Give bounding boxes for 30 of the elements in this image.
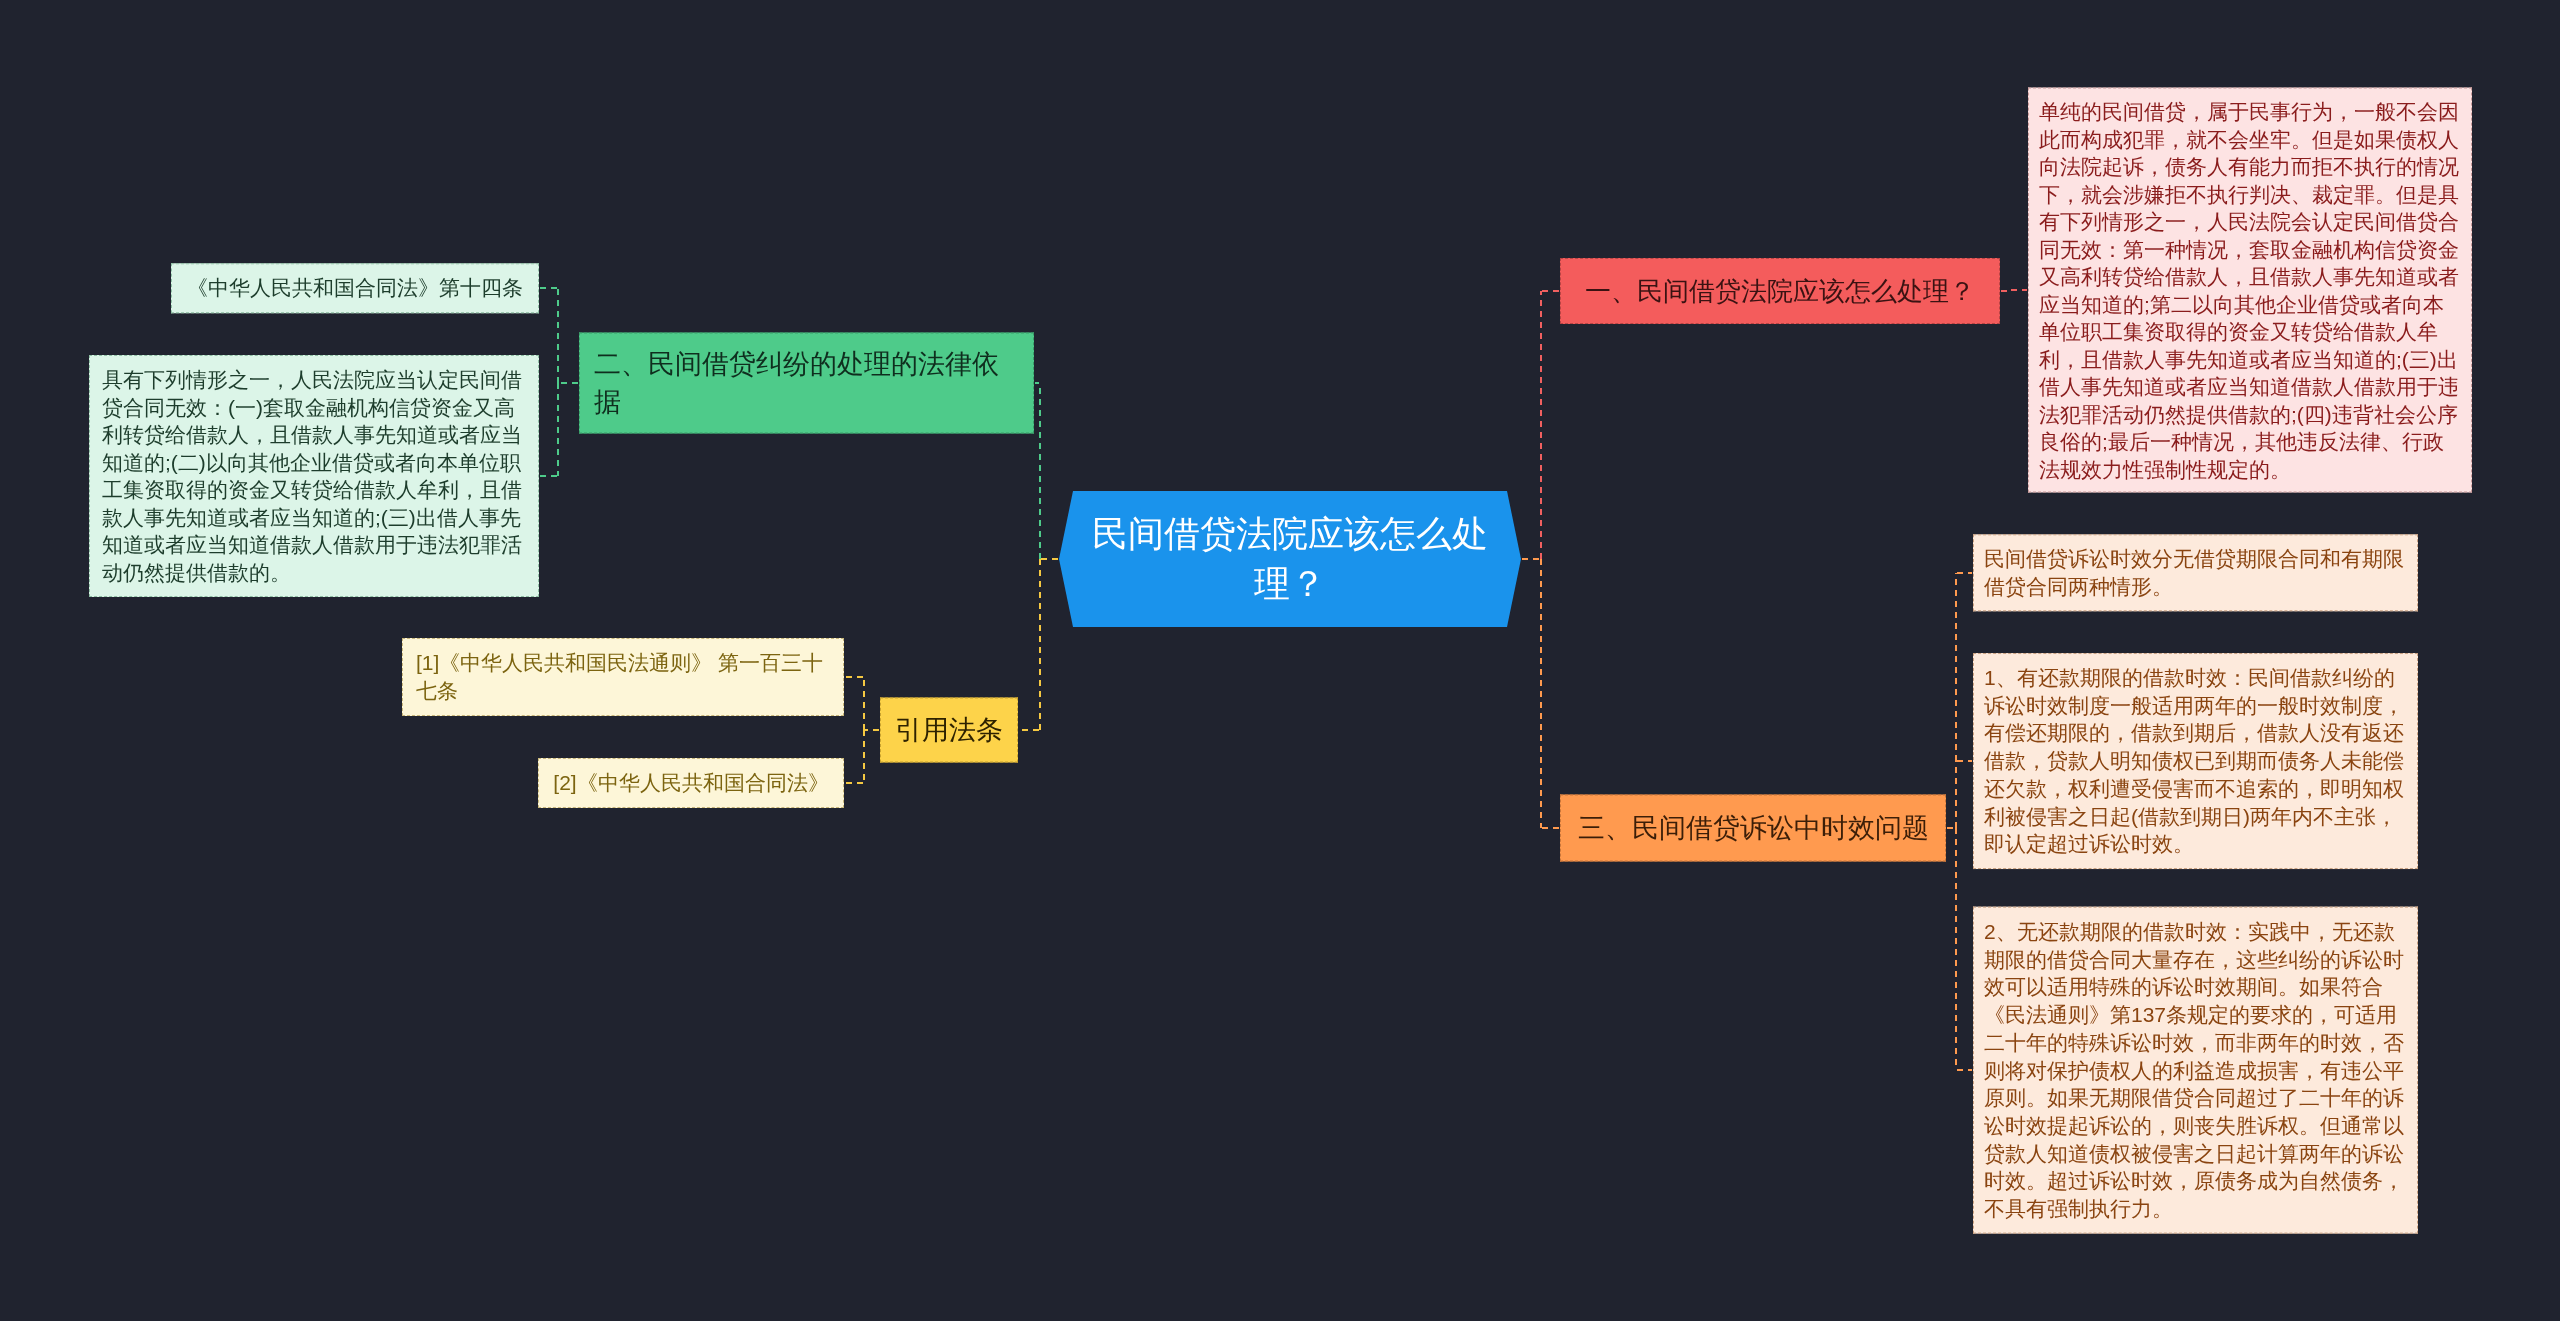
branch-box: 二、民间借贷纠纷的处理的法律依据 bbox=[579, 332, 1034, 434]
topic-hexagon: 民间借贷法院应该怎么处理？ bbox=[1059, 491, 1521, 627]
branch-box: 三、民间借贷诉讼中时效问题 bbox=[1560, 794, 1946, 862]
connector-line bbox=[1955, 572, 1973, 762]
note-box: 民间借贷诉讼时效分无借贷期限合同和有期限借贷合同两种情形。 bbox=[1973, 534, 2418, 612]
connector-line bbox=[1521, 558, 1541, 560]
connector-line bbox=[1040, 558, 1059, 560]
connector-line bbox=[1540, 558, 1560, 829]
note-box: [2]《中华人民共和国合同法》 bbox=[538, 758, 844, 808]
note-box: 《中华人民共和国合同法》第十四条 bbox=[171, 263, 539, 313]
connector-line bbox=[539, 287, 559, 384]
connector-line bbox=[539, 382, 559, 477]
connector-line bbox=[1946, 827, 1956, 829]
connector-line bbox=[558, 382, 579, 384]
connector-line bbox=[1955, 827, 1973, 1071]
note-box: 单纯的民间借贷，属于民事行为，一般不会因此而构成犯罪，就不会坐牢。但是如果债权人向法院起诉，债务人有能力而拒不执行的情况下，就会涉嫌拒不执行判决、裁定罪。但是具有下列情形之一，人民法院会认定民间借贷合同无效：第一种情况，套取金融机构信贷资金又高利转贷给借款人，且借款人事先知道或者应当知道的;第二以向其他企业借贷或者向本单位职工集资取得的资金又转贷给借款人牟利，且借款人事先知道或者应当知道的;(三)出借人事先知道或者应当知道借款人借款用于违法犯罪活动仍然提供借款的;(四)违背社会公序良俗的;最后一种情况，其他违反法律、行政法规效力性强制性规定的。 bbox=[2028, 87, 2472, 493]
connector-line bbox=[844, 729, 865, 784]
branch-box: 一、民间借贷法院应该怎么处理？ bbox=[1560, 258, 2000, 324]
connector-line bbox=[2000, 289, 2028, 292]
note-box: 1、有还款期限的借款时效：民间借款纠纷的诉讼时效制度一般适用两年的一般时效制度，有偿还期限的，借款到期后，借款人没有返还借款，贷款人明知债权已到期而债务人未能偿还欠款，权利遭受侵害而不追索的，即明知权利被侵害之日起(借款到期日)两年内不主张，即认定超过诉讼时效。 bbox=[1973, 653, 2418, 869]
connector-line bbox=[844, 676, 865, 731]
connector-line bbox=[864, 729, 880, 731]
connector-line bbox=[1034, 382, 1041, 560]
connector-line bbox=[1540, 290, 1560, 560]
note-box: [1]《中华人民共和国民法通则》 第一百三十七条 bbox=[402, 638, 844, 716]
note-box: 具有下列情形之一，人民法院应当认定民间借贷合同无效：(一)套取金融机构信贷资金又高利转贷给借款人，且借款人事先知道或者应当知道的;(二)以向其他企业借贷或者向本单位职工集资取得的资金又转贷给借款人牟利，且借款人事先知道或者应当知道的;(三)出借人事先知道或者应当知道借款人借款用于违法犯罪活动仍然提供借款的。 bbox=[89, 355, 539, 597]
connector-line bbox=[1955, 760, 1957, 829]
connector-line bbox=[1956, 760, 1973, 762]
note-box: 2、无还款期限的借款时效：实践中，无还款期限的借贷合同大量存在，这些纠纷的诉讼时效可以适用特殊的诉讼时效期间。如果符合《民法通则》第137条规定的要求的，可适用二十年的特殊诉讼时效，而非两年的时效，否则将对保护债权人的利益造成损害，有违公平原则。如果无期限借贷合同超过了二十年的诉讼时效提起诉讼的，则丧失胜诉权。但通常以贷款人知道债权被侵害之日起计算两年的诉讼时效。超过诉讼时效，原债务成为自然债务，不具有强制执行力。 bbox=[1973, 906, 2418, 1234]
branch-box: 引用法条 bbox=[880, 697, 1018, 763]
